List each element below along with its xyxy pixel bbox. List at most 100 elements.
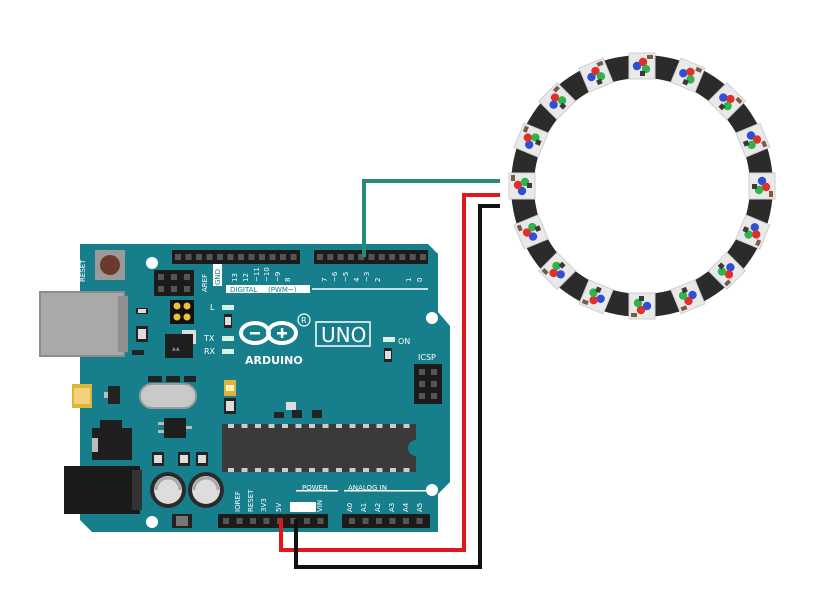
- header-pin: [263, 518, 270, 524]
- chip-pin: [336, 468, 342, 472]
- analog-header-label: ANALOG IN: [348, 484, 387, 492]
- rx-label: RX: [204, 347, 216, 356]
- mounting-hole: [426, 312, 438, 324]
- digital-pin-label: ~9: [274, 272, 282, 282]
- status-leds: [222, 305, 234, 354]
- neopixel-led: [748, 172, 776, 200]
- bottom-pin-holes: [223, 518, 423, 524]
- digital-pin-label: ~11: [253, 267, 261, 282]
- digital-pin-label: 4: [353, 277, 361, 282]
- mounting-hole: [426, 484, 438, 496]
- chip-pin: [390, 468, 396, 472]
- digital-pin-label: 0: [416, 278, 424, 282]
- header-pin: [248, 254, 255, 260]
- model-badge: [315, 321, 371, 347]
- header-pin: [269, 254, 276, 260]
- wires: [279, 179, 500, 569]
- mounting-hole: [146, 516, 158, 528]
- header-pin: [389, 254, 396, 260]
- mounting-hole: [146, 257, 158, 269]
- analog-pin-label: A5: [416, 503, 424, 512]
- on-label: ON: [398, 337, 410, 346]
- icsp-header: [414, 364, 442, 404]
- chip-pin: [349, 468, 356, 472]
- chip-pin: [349, 424, 356, 428]
- arduino-logo: R ARDUINO UNO: [239, 313, 371, 367]
- header-pin: [206, 254, 213, 260]
- chip-pin: [363, 424, 369, 428]
- analog-pin-label: A1: [360, 503, 368, 512]
- power-pin-label: RESET: [247, 489, 255, 512]
- chip-pin: [282, 468, 288, 472]
- neopixel-led: [538, 82, 577, 121]
- digital-pin-label: ~5: [342, 272, 350, 282]
- on-resistor: [384, 348, 392, 362]
- analog-pin-label: A3: [388, 503, 396, 512]
- power-label-bar: [296, 490, 338, 492]
- power-header-label: POWER: [302, 484, 328, 492]
- chip-pin: [376, 424, 383, 428]
- misc-components: [72, 376, 322, 418]
- crystal-oscillator: [139, 383, 197, 409]
- analog-pin-label: A4: [402, 502, 410, 512]
- header-pin: [327, 254, 334, 260]
- header-pin: [368, 254, 375, 260]
- neopixel-led: [578, 279, 614, 315]
- header-pin: [259, 254, 265, 260]
- digital-pin-label: ~3: [363, 272, 371, 282]
- chip-pin: [268, 468, 275, 472]
- neopixel-led: [707, 251, 746, 290]
- chip-pin: [390, 424, 396, 428]
- chip-pin: [322, 424, 329, 428]
- registered-mark: R: [301, 316, 307, 325]
- header-pin: [217, 254, 223, 260]
- digital-pin-label: 7: [321, 278, 329, 282]
- header-pin: [290, 254, 297, 260]
- chip-pin: [255, 424, 261, 428]
- header-pin: [409, 254, 416, 260]
- power-header: [218, 514, 430, 528]
- header-pin: [280, 254, 286, 260]
- header-pin: [175, 254, 181, 260]
- header-pin: [389, 518, 396, 524]
- chip-pin: [309, 468, 315, 472]
- neopixel-ring: [508, 52, 776, 320]
- digital-pin-holes: [175, 254, 426, 260]
- gnd-top-label: GND: [214, 269, 222, 285]
- chip-pin: [228, 424, 234, 428]
- header-pin: [378, 254, 385, 260]
- header-pin: [403, 518, 409, 524]
- header-pin: [185, 254, 192, 260]
- chip-pin: [241, 424, 248, 428]
- neopixel-led: [707, 82, 746, 121]
- on-led: [383, 337, 395, 342]
- header-pin: [223, 518, 229, 524]
- reset-label: RESET: [79, 259, 87, 282]
- header-pin: [337, 254, 344, 260]
- voltage-regulator: [92, 420, 132, 460]
- model-label: UNO: [321, 323, 366, 347]
- neopixel-led: [670, 279, 706, 315]
- header-pin: [349, 518, 355, 524]
- gnd-top-label-bg: [213, 264, 222, 286]
- neopixel-led: [735, 122, 771, 158]
- digital-pin-label: ~6: [331, 271, 339, 282]
- chip-pin: [403, 424, 410, 428]
- smd-parts: [152, 452, 208, 466]
- digital-pin-label: 8: [284, 278, 292, 282]
- power-pin-label: IOREF: [234, 491, 242, 512]
- header-pin: [347, 254, 354, 260]
- header-pin: [420, 254, 426, 260]
- analog-label-bar: [344, 490, 428, 492]
- chip-pin: [309, 424, 315, 428]
- reset-button: [95, 250, 125, 280]
- neopixel-led: [508, 172, 536, 200]
- chip-pin: [322, 468, 329, 472]
- header-pin: [290, 518, 297, 524]
- small-ic: [158, 418, 192, 438]
- chip-pin: [241, 468, 248, 472]
- brand-label: ARDUINO: [245, 354, 303, 367]
